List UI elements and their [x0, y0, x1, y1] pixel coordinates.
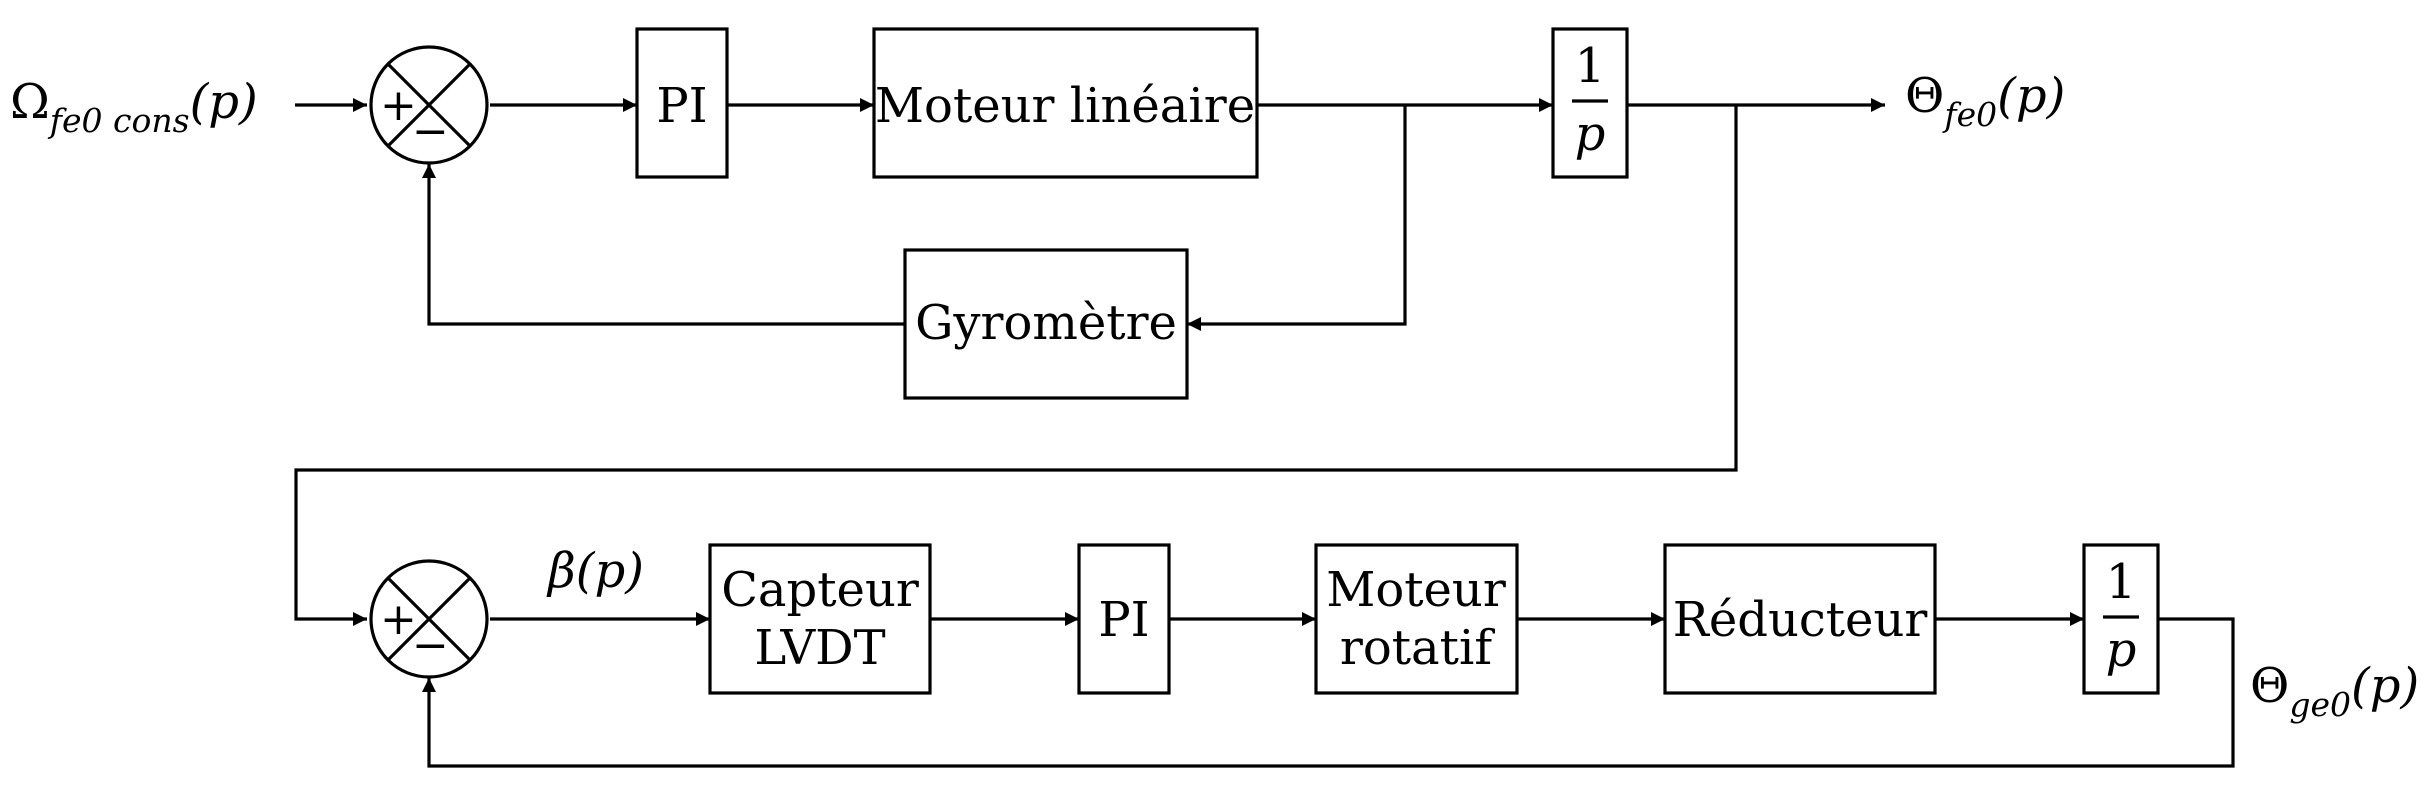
gyrometer-block [903, 248, 1189, 400]
wire-feedback-to-gyro [1187, 105, 1407, 331]
sum-plus-sign: + [380, 80, 417, 131]
sum-minus-sign: − [412, 620, 449, 671]
integrator-block-top [1551, 27, 1629, 179]
gyrometer-label: Gyromètre [915, 295, 1177, 351]
pi-block-top [635, 27, 729, 179]
pi-block-bottom-label: PI [1098, 592, 1149, 648]
rotary-motor-label-line1: Moteur [1326, 562, 1506, 618]
rotary-motor-block [1314, 543, 1519, 695]
input-signal-label: Ωfe0 cons(p) [10, 74, 258, 140]
summing-junction-bottom: + − [369, 559, 489, 679]
lvdt-sensor-label-line1: Capteur [721, 562, 919, 618]
output-bottom-label: Θge0(p) [2250, 658, 2419, 724]
sum-plus-sign: + [380, 594, 417, 645]
pi-block-bottom [1077, 543, 1171, 695]
integrator-block-bottom [2082, 543, 2160, 695]
linear-motor-block [872, 27, 1259, 179]
beta-signal-label: β(p) [546, 543, 644, 599]
rotary-motor-label-line2: rotatif [1340, 620, 1495, 676]
output-top-label: Θfe0(p) [1905, 68, 2065, 134]
integrator-bottom-denominator: p [2106, 622, 2137, 678]
lvdt-sensor-label-line2: LVDT [754, 620, 885, 676]
integrator-top-numerator: 1 [1575, 38, 1606, 94]
wire-gyro-to-sum [422, 164, 905, 326]
reducer-block [1663, 543, 1937, 695]
reducer-label: Réducteur [1673, 592, 1928, 648]
integrator-bottom-numerator: 1 [2106, 554, 2137, 610]
wire-bottom-feedback [422, 617, 2235, 768]
pi-block-top-label: PI [656, 78, 707, 134]
integrator-top-denominator: p [1575, 106, 1606, 162]
sum-minus-sign: − [412, 106, 449, 157]
summing-junction-top: + − [369, 45, 489, 165]
linear-motor-label: Moteur linéaire [875, 78, 1255, 134]
wire-link-to-bottom-sum [294, 105, 1738, 626]
